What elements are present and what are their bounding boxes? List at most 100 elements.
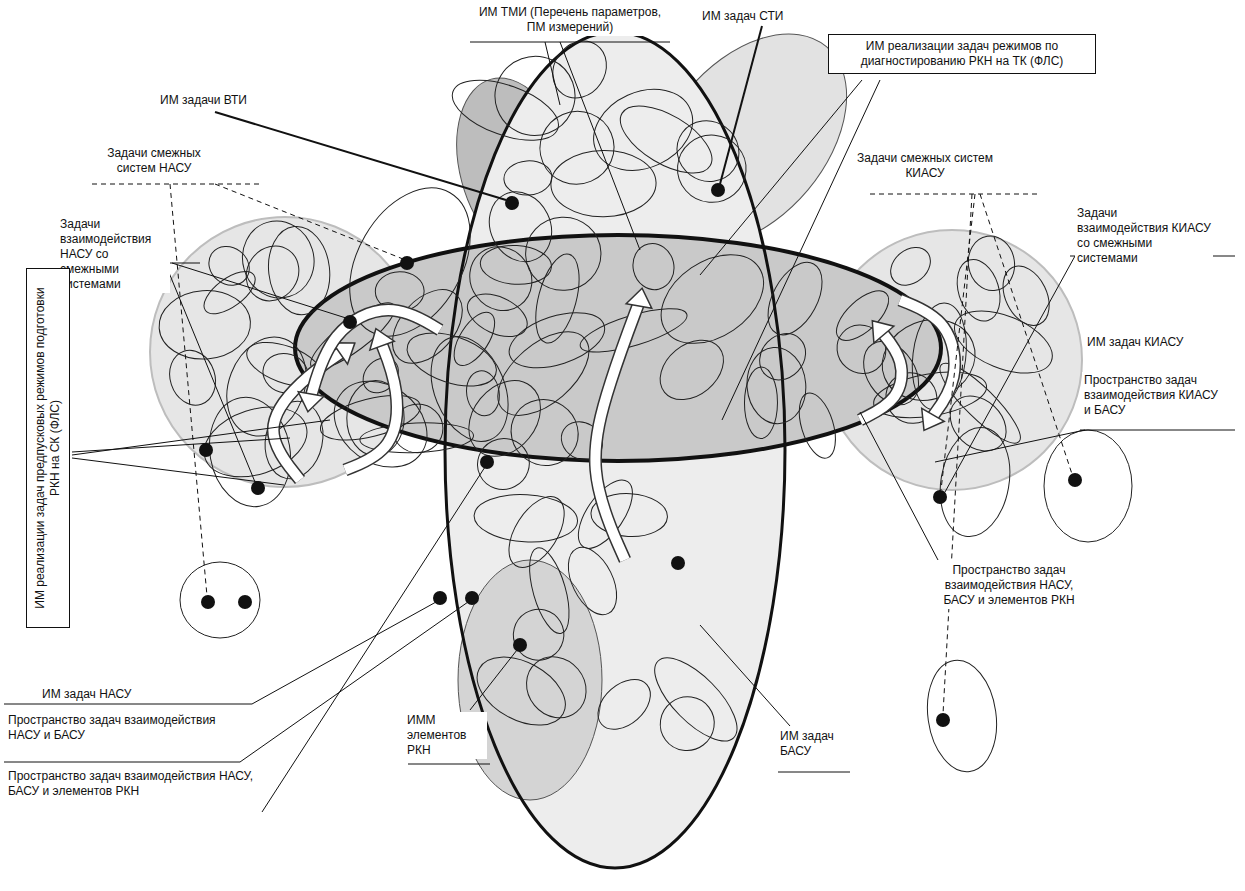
callout-label: Задачи смежных систем НАСУ [90,145,218,177]
process-box: ИМ реализации задач режимов по диагности… [828,34,1096,74]
flow-arrows [273,286,954,560]
task-ellipse [446,306,503,372]
marker-dot [343,315,357,329]
arrow-body [345,340,397,470]
leader-lines [4,26,1235,812]
task-ellipse [650,686,725,761]
leader-line [4,762,240,763]
task-ellipse [649,328,736,412]
arrow-head [626,286,655,308]
task-ellipse [665,108,751,193]
leader-line [700,625,790,726]
flow-arrow [900,300,955,437]
leader-line [945,256,1075,492]
leader-line [943,194,972,714]
task-ellipse [642,645,750,754]
leader-line [722,80,880,420]
marker-dot [465,591,479,605]
marker-dot [711,183,725,197]
leader-line [980,194,1072,474]
leader-line [92,184,262,185]
box-text: ИМ реализации задач предпусковых режимов… [33,275,63,621]
marker-dot [238,595,252,609]
nasu-region [150,217,420,487]
marker-dot [433,591,447,605]
callout-label: ИМ задач НАСУ [40,686,170,703]
callout-label: Пространство задач взаимодействия НАСУ и… [6,712,246,744]
arrow-outline [310,310,440,400]
task-ellipse [180,562,260,638]
callout-label: Пространство задач взаимодействия КИАСУ … [1082,372,1220,419]
task-ellipse [581,74,706,185]
task-ellipse [479,244,552,287]
task-ellipse [157,288,253,363]
arrow-body [900,300,955,420]
task-ellipse [528,250,588,348]
flow-arrow [345,324,397,470]
leader-line [72,458,284,485]
arrow-outline [273,350,345,480]
callout-label: ИМ ТМИ (Перечень параметров, ПМ измерени… [470,4,670,36]
leader-line [165,263,255,482]
leader-line [1080,430,1235,431]
arrow-body [860,330,902,420]
marker-dot [199,443,213,457]
task-ellipse [750,324,815,389]
task-ellipse [994,258,1058,333]
flow-arrow [860,312,902,420]
task-ellipse [201,238,257,293]
task-ellipse [498,387,591,479]
leader-line [870,194,1040,195]
callout-label: ИМ задач СТИ [700,8,810,25]
arrow-head [913,408,945,437]
task-ellipse [744,367,777,439]
task-ellipse [529,100,626,196]
box-text: ИМ реализации задач режимов по диагности… [835,39,1089,69]
callout-label: ИМ задач БАСУ [778,728,842,760]
task-ellipse [484,45,586,146]
marker-dot [251,481,265,495]
task-ellipse [550,150,656,218]
task-ellipse [469,430,538,499]
task-ellipse [792,389,842,463]
task-spaces [150,0,1082,868]
marker-dots [199,183,1082,727]
arrow-outline [595,300,640,560]
marker-dot [480,455,494,469]
marker-dot [1068,473,1082,487]
task-ellipse [264,223,335,318]
arrow-outline [345,340,397,470]
task-ellipse [445,68,566,152]
task-ellipse [454,366,555,470]
task-ellipse [498,487,576,576]
leader-line [262,467,485,812]
callout-label: Пространство задач взаимодействия НАСУ, … [938,562,1080,609]
marker-dot [936,713,950,727]
leader-line [170,184,207,596]
leader-line [778,772,850,773]
leader-line [470,42,670,43]
arrow-head [862,312,893,343]
arrow-outline [900,300,955,420]
task-ellipse [932,422,1018,542]
task-ellipses [157,31,1132,777]
arrow-body [595,300,640,560]
task-ellipse [318,364,444,485]
marker-dot [671,556,685,570]
task-ellipse [757,253,833,343]
callout-label: Пространство задач взаимодействия НАСУ, … [6,768,264,800]
arrow-body [310,310,440,400]
task-ellipse [628,239,678,293]
callout-label: Задачи взаимодействия НАСУ со смежными с… [58,216,170,293]
leader-line [470,650,517,710]
task-ellipse [463,368,502,418]
task-ellipse [950,254,1007,326]
arrow-outline [860,330,902,420]
task-ellipse [883,240,938,293]
task-ellipse [163,344,223,411]
task-ellipse [236,236,310,311]
arrow-head [295,392,324,414]
task-ellipse [502,302,611,378]
leader-line [4,704,252,705]
